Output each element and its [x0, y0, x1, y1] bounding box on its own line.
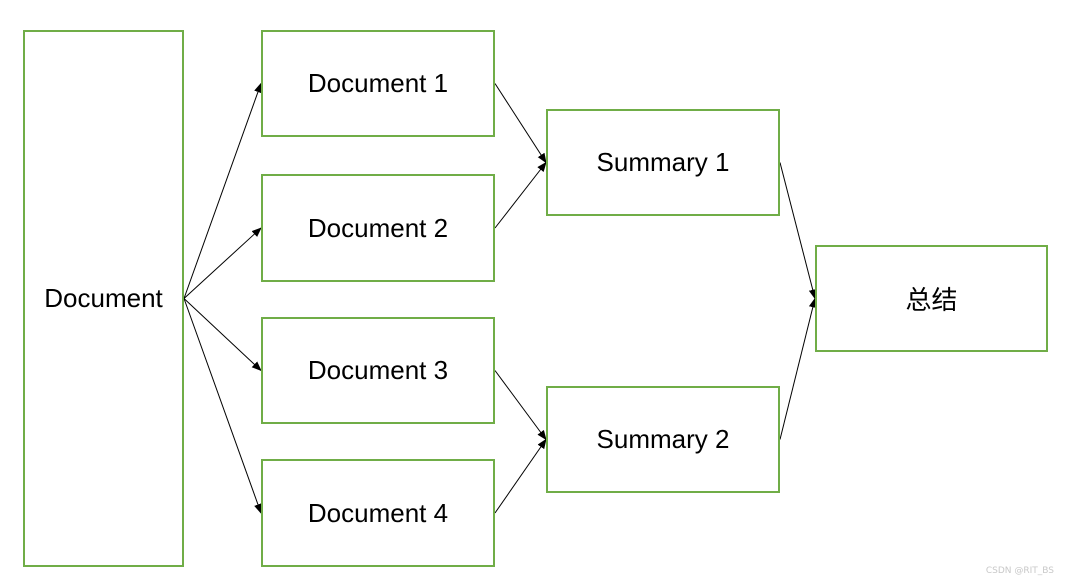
arrow-summary-2-to-final [779, 297, 817, 440]
document-2-box: Document 2 [261, 174, 495, 282]
final-summary-box: 总结 [815, 245, 1048, 352]
arrow-document-to-document-1 [183, 82, 262, 299]
document-1-label: Document 1 [307, 68, 449, 98]
document-3-box: Document 3 [261, 317, 495, 424]
arrow-document-1-to-summary-1 [494, 83, 547, 164]
document-2-label: Document 2 [307, 212, 449, 243]
arrow-document-to-document-3 [183, 298, 262, 372]
summary-2-label: Summary 2 [596, 424, 730, 454]
watermark-text: CSDN @RIT_BS [985, 566, 1054, 576]
document-box: Document [23, 30, 184, 567]
arrow-document-to-document-4 [183, 298, 262, 514]
arrow-document-2-to-summary-1 [494, 161, 547, 229]
document-4-label: Document 4 [307, 497, 449, 528]
summary-1-box: Summary 1 [546, 109, 780, 216]
document-label: Document [44, 283, 163, 313]
final-summary-label: 总结 [905, 285, 958, 315]
summary-2-box: Summary 2 [546, 386, 780, 493]
arrow-summary-1-to-final [779, 162, 817, 300]
arrow-document-4-to-summary-2 [494, 438, 547, 514]
document-4-box: Document 4 [261, 459, 495, 567]
summary-1-label: Summary 1 [596, 147, 730, 177]
arrow-document-to-document-2 [183, 227, 262, 299]
arrow-document-3-to-summary-2 [494, 370, 547, 441]
document-1-box: Document 1 [261, 30, 495, 137]
document-3-label: Document 3 [307, 355, 449, 385]
